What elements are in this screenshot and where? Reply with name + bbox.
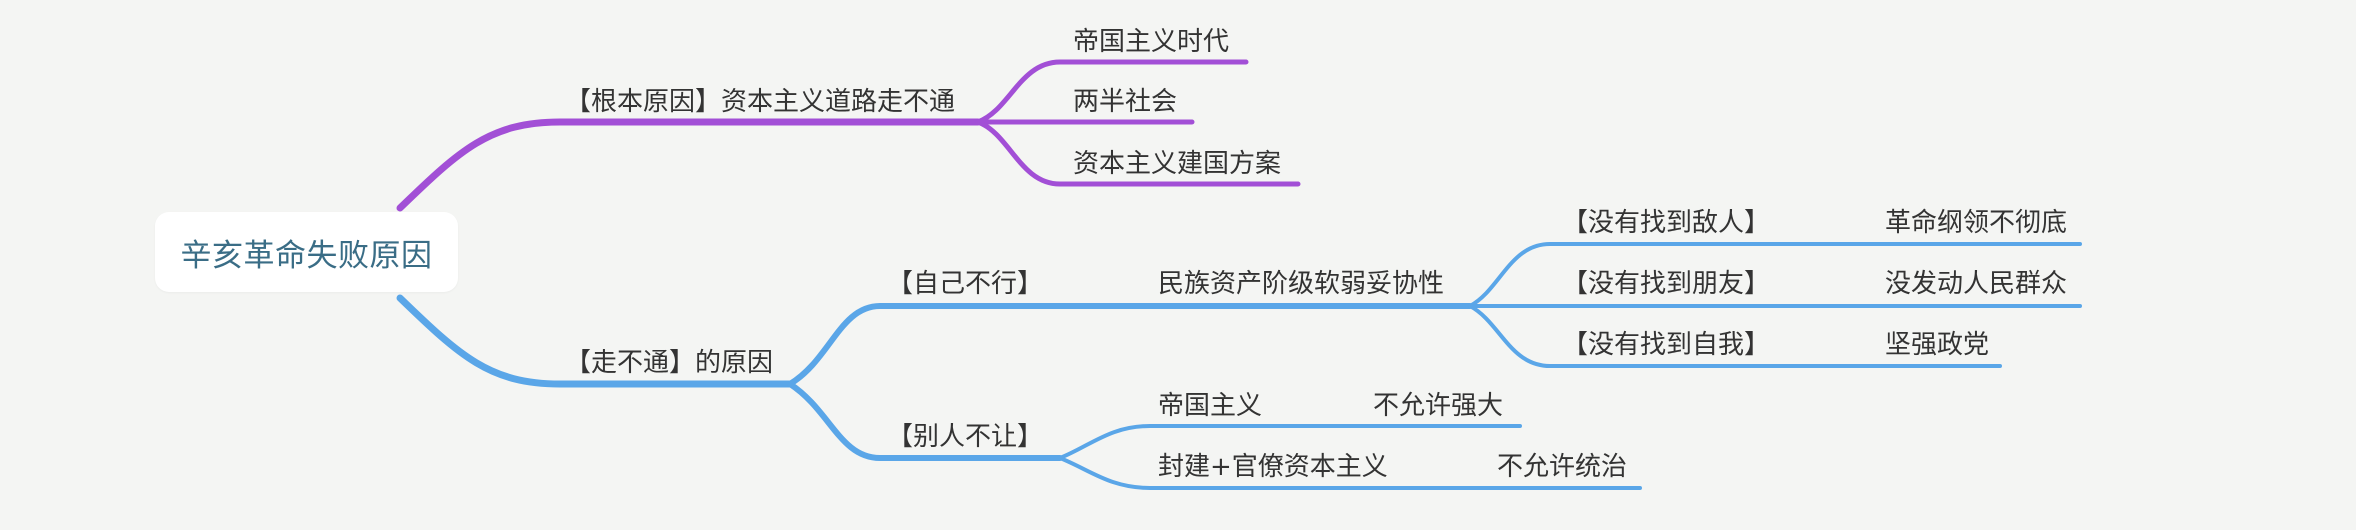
connector-fundamental-c3 xyxy=(975,119,1301,187)
node-imperialist-era[interactable]: 帝国主义时代 xyxy=(1073,27,1230,57)
connector-why-self xyxy=(787,303,1473,387)
node-no-enemy[interactable]: 【没有找到敌人】 xyxy=(1562,208,1771,238)
node-no-self[interactable]: 【没有找到自我】 xyxy=(1562,330,1771,360)
root-node[interactable]: 辛亥革命失败原因 xyxy=(155,212,458,292)
node-fundamental-cause[interactable]: 【根本原因】资本主义道路走不通 xyxy=(565,87,956,117)
node-others-block[interactable]: 【别人不让】 xyxy=(887,422,1044,452)
node-bourgeoisie-weakness[interactable]: 民族资产阶级软弱妥协性 xyxy=(1158,269,1445,299)
node-self-weak[interactable]: 【自己不行】 xyxy=(887,269,1044,299)
node-semi-colonial-society[interactable]: 两半社会 xyxy=(1073,87,1178,117)
node-imperialism[interactable]: 帝国主义 xyxy=(1158,391,1263,421)
node-feudal-bureaucratic[interactable]: 封建+官僚资本主义 xyxy=(1158,452,1388,482)
connector-self-enemy xyxy=(1468,242,2082,308)
node-masses-not-mobilized[interactable]: 没发动人民群众 xyxy=(1885,269,2068,299)
node-no-friend[interactable]: 【没有找到朋友】 xyxy=(1562,269,1771,299)
connector-others-imperialism xyxy=(1058,424,1522,460)
node-not-allow-strong[interactable]: 不允许强大 xyxy=(1373,391,1504,421)
connector-why-others xyxy=(787,381,1063,461)
connector-fundamental-c1 xyxy=(975,59,1249,125)
node-why-failed[interactable]: 【走不通】的原因 xyxy=(565,348,774,378)
node-not-allow-rule[interactable]: 不允许统治 xyxy=(1497,452,1628,482)
connector-root-fundamental xyxy=(396,118,982,212)
connector-root-why xyxy=(396,294,794,388)
connector-others-feudal xyxy=(1058,456,1642,490)
node-program-incomplete[interactable]: 革命纲领不彻底 xyxy=(1885,208,2068,238)
connector-self-self xyxy=(1468,304,2002,368)
node-capitalist-plan[interactable]: 资本主义建国方案 xyxy=(1073,149,1282,179)
node-strong-party[interactable]: 坚强政党 xyxy=(1885,330,1990,360)
